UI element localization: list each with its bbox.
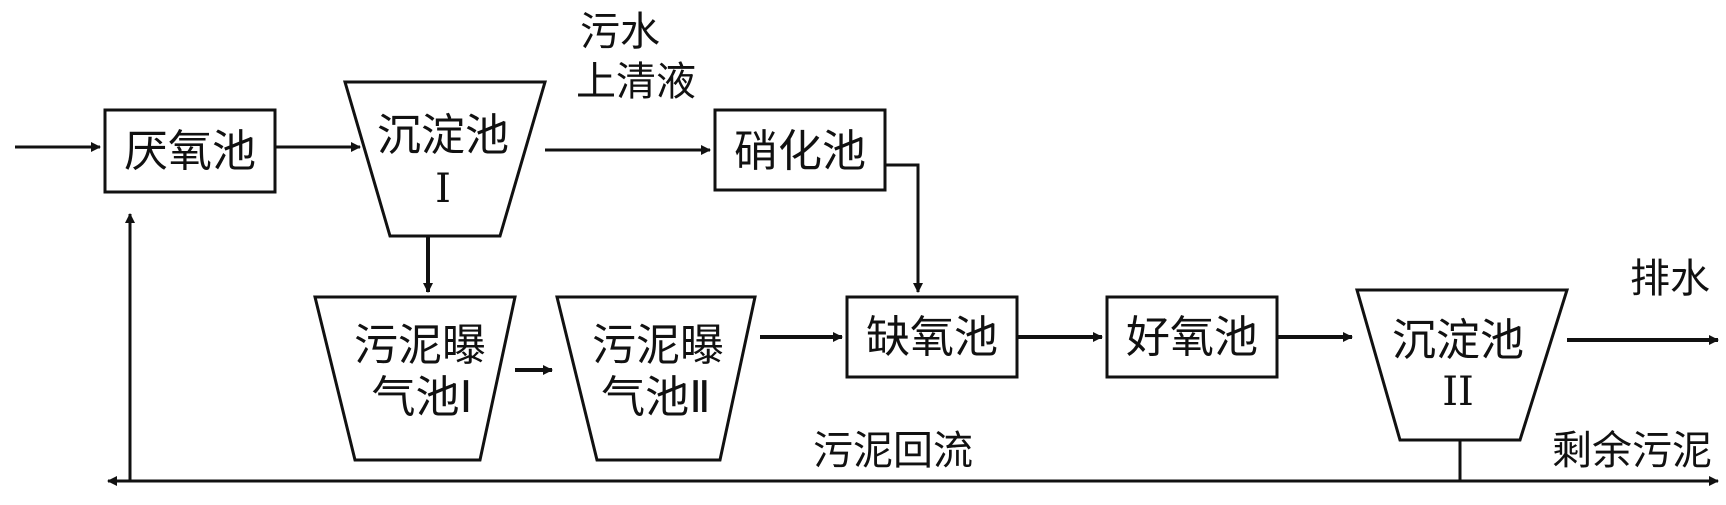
sludge-aeration-1-line2: 气池Ⅰ — [372, 372, 473, 423]
nitrification-tank-label: 硝化池 — [734, 126, 866, 177]
settling-tank-2: 沉淀池 II — [1355, 288, 1570, 442]
supernatant-label-line1: 污水 — [580, 9, 660, 55]
anaerobic-tank: 厌氧池 — [103, 108, 277, 194]
settling-tank-1: 沉淀池 I — [342, 80, 548, 238]
sludge-aeration-1-line1: 污泥曝 — [354, 320, 486, 371]
settling-tank-1-numeral: I — [435, 166, 451, 212]
excess-sludge-label: 剩余污泥 — [1552, 428, 1712, 474]
nitrification-tank: 硝化池 — [713, 108, 887, 192]
sludge-aeration-2-line2: 气池Ⅱ — [601, 372, 711, 423]
sludge-aeration-2-line1: 污泥曝 — [592, 320, 724, 371]
settling-tank-2-numeral: II — [1442, 369, 1474, 415]
anoxic-tank-label: 缺氧池 — [866, 312, 998, 363]
arrow-nitrification-to-anoxic — [885, 163, 923, 293]
aerobic-tank: 好氧池 — [1105, 295, 1279, 379]
settling-tank-1-label: 沉淀池 — [377, 110, 509, 161]
supernatant-label-line2: 上清液 — [576, 59, 696, 105]
discharge-label: 排水 — [1630, 256, 1710, 302]
anaerobic-tank-label: 厌氧池 — [124, 126, 256, 177]
sludge-aeration-tank-2: 污泥曝 气池Ⅱ — [555, 295, 757, 462]
sludge-return-label: 污泥回流 — [813, 428, 973, 474]
settling-tank-2-label: 沉淀池 — [1392, 315, 1524, 366]
sludge-aeration-tank-1: 污泥曝 气池Ⅰ — [313, 295, 517, 462]
anoxic-tank: 缺氧池 — [845, 295, 1019, 379]
aerobic-tank-label: 好氧池 — [1126, 312, 1258, 363]
